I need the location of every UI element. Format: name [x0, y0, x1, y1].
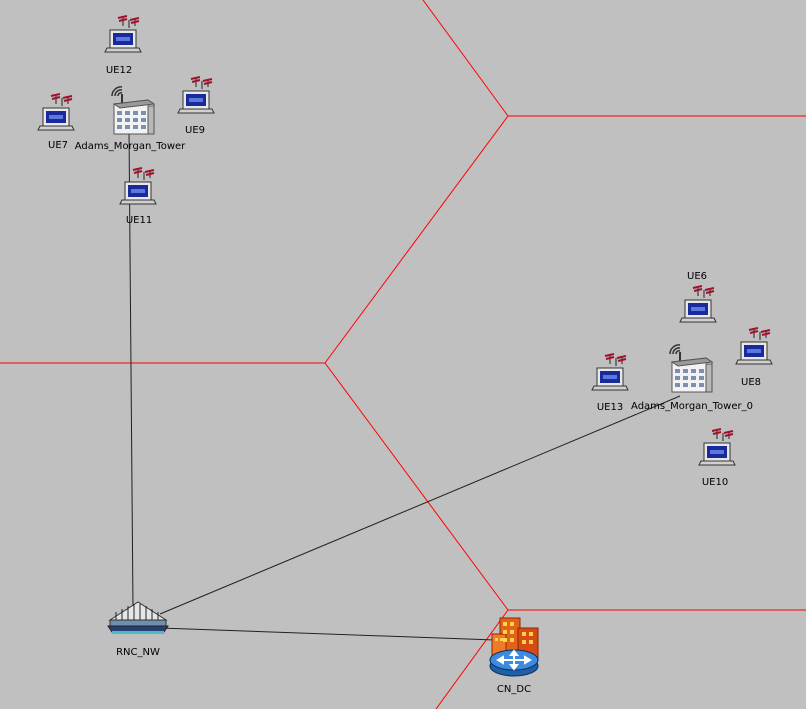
cell-boundary-line — [435, 609, 509, 709]
laptop-antenna-icon — [591, 353, 629, 391]
laptop-antenna-icon — [679, 285, 717, 323]
node-label-ue7: UE7 — [48, 140, 68, 151]
node-ue8[interactable]: UE8 — [734, 326, 774, 388]
node-adams-morgan-tower[interactable]: Adams_Morgan_Tower — [75, 82, 185, 152]
node-label-ue11: UE11 — [125, 215, 153, 226]
node-ue11[interactable]: UE11 — [118, 166, 158, 226]
link-rnc-cn[interactable] — [159, 627, 496, 641]
cell-boundary-line — [324, 115, 509, 364]
node-cn-dc[interactable]: CN_DC — [488, 614, 542, 695]
node-label-ue13: UE13 — [596, 402, 624, 413]
node-label-adams-morgan-tower: Adams_Morgan_Tower — [74, 141, 186, 152]
cell-boundary-line — [422, 0, 509, 117]
node-label-rnc-nw: RNC_NW — [116, 647, 160, 658]
link-rnc-tower0[interactable] — [159, 395, 681, 615]
node-label-ue9: UE9 — [185, 125, 205, 136]
node-label-adams-morgan-tower-0: Adams_Morgan_Tower_0 — [631, 401, 753, 412]
core-network-router-icon — [489, 617, 539, 677]
node-ue12[interactable]: UE12 — [103, 14, 143, 76]
node-ue13[interactable]: UE13 — [590, 352, 630, 413]
laptop-antenna-icon — [735, 327, 773, 365]
tower-building-icon — [669, 344, 714, 393]
node-rnc-nw[interactable]: RNC_NW — [106, 598, 170, 658]
node-adams-morgan-tower-0[interactable]: Adams_Morgan_Tower_0 — [631, 340, 753, 412]
laptop-antenna-icon — [104, 15, 142, 53]
node-ue7[interactable]: UE7 — [36, 92, 76, 151]
node-label-ue8: UE8 — [741, 377, 761, 388]
laptop-antenna-icon — [177, 76, 215, 114]
laptop-antenna-icon — [119, 167, 157, 205]
node-ue10[interactable]: UE10 — [697, 427, 737, 488]
node-label-ue12: UE12 — [105, 65, 133, 76]
laptop-antenna-icon — [37, 93, 75, 131]
node-ue9[interactable]: UE9 — [176, 75, 216, 136]
tower-building-icon — [111, 86, 156, 135]
node-label-ue10: UE10 — [701, 477, 729, 488]
laptop-antenna-icon — [698, 428, 736, 466]
node-label-ue6: UE6 — [687, 271, 707, 282]
link-tower-rnc[interactable] — [128, 129, 134, 609]
node-label-cn-dc: CN_DC — [496, 684, 532, 695]
node-ue6[interactable]: UE6 — [678, 271, 718, 334]
rnc-switch-icon — [107, 601, 169, 634]
cell-boundary-line — [324, 362, 509, 611]
